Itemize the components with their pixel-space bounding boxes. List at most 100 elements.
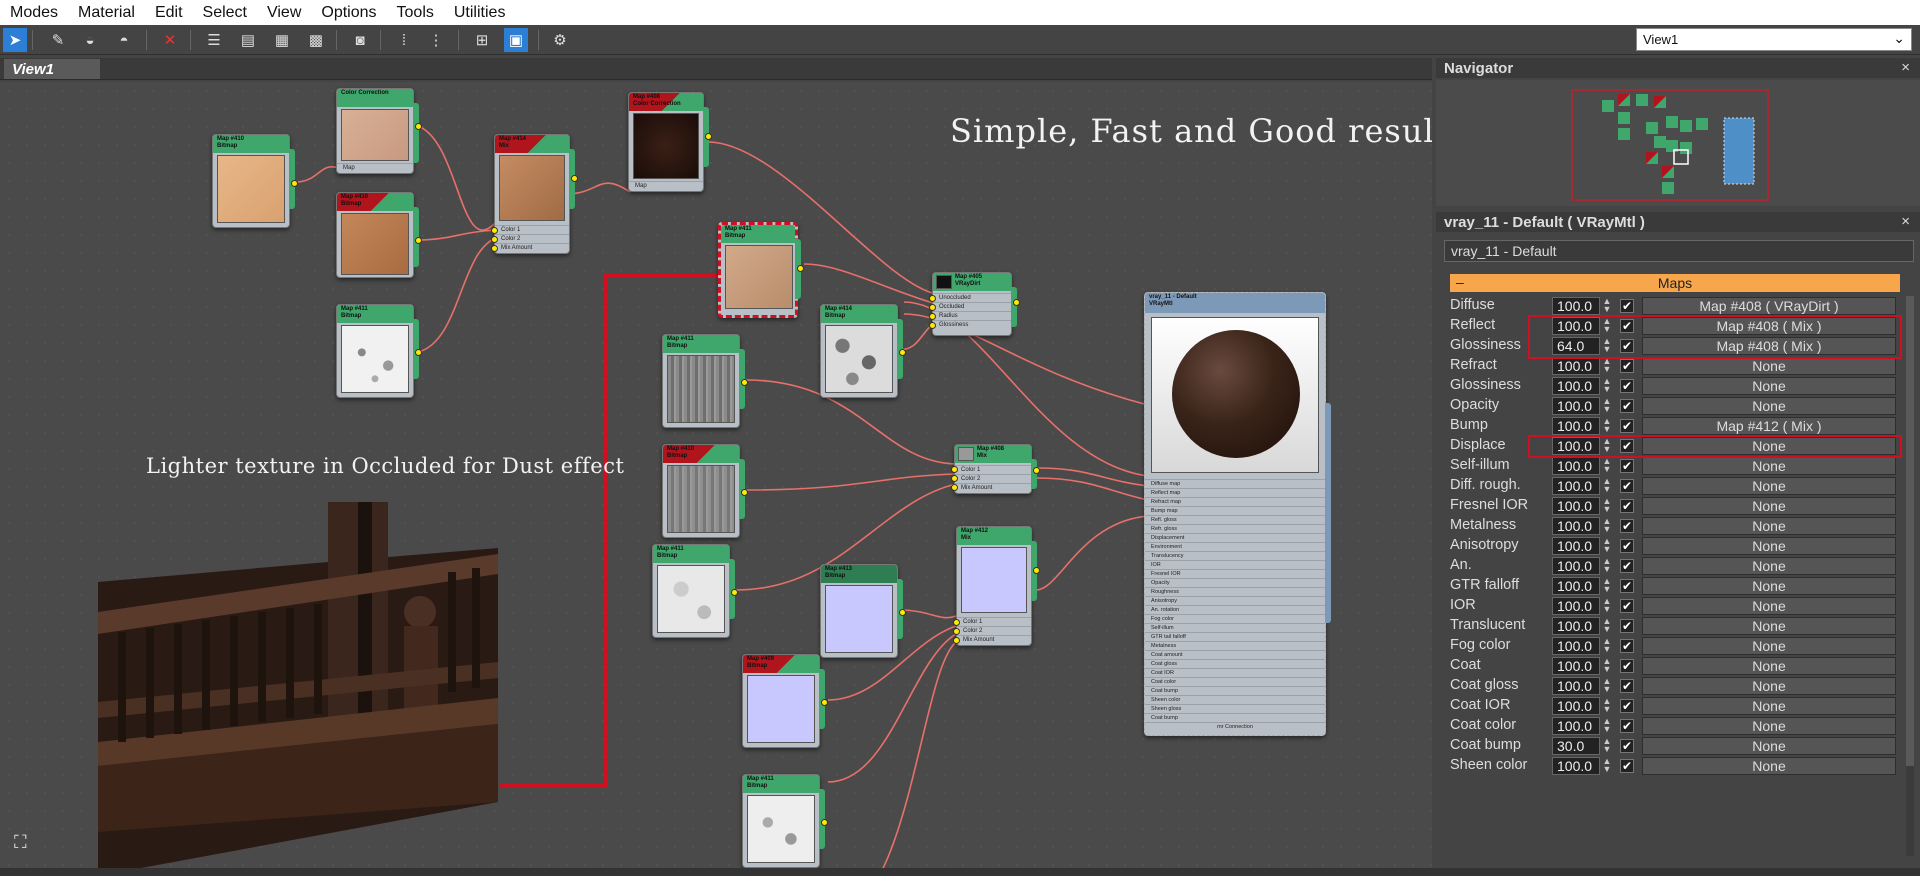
map-enable-checkbox[interactable]: ✔ xyxy=(1620,579,1634,593)
show-map-icon[interactable]: ▦ xyxy=(274,32,290,49)
output-port[interactable] xyxy=(415,123,422,130)
input-port[interactable] xyxy=(951,466,958,473)
map-slot-button[interactable]: None xyxy=(1642,557,1896,575)
spinner-icon[interactable]: ▲▼ xyxy=(1602,576,1612,594)
map-enable-checkbox[interactable]: ✔ xyxy=(1620,379,1634,393)
spinner-icon[interactable]: ▲▼ xyxy=(1602,736,1612,754)
map-enable-checkbox[interactable]: ✔ xyxy=(1620,619,1634,633)
map-amount-field[interactable]: 100.0 xyxy=(1552,477,1600,495)
map-slot-button[interactable]: Map #408 ( Mix ) xyxy=(1642,317,1896,335)
map-enable-checkbox[interactable]: ✔ xyxy=(1620,739,1634,753)
spinner-icon[interactable]: ▲▼ xyxy=(1602,436,1612,454)
menu-utilities[interactable]: Utilities xyxy=(453,4,506,21)
map-enable-checkbox[interactable]: ✔ xyxy=(1620,759,1634,773)
menu-edit[interactable]: Edit xyxy=(154,4,183,21)
menu-view[interactable]: View xyxy=(266,4,302,21)
map-slot-button[interactable]: None xyxy=(1642,617,1896,635)
input-port[interactable] xyxy=(951,475,958,482)
map-node-mix[interactable]: Map #408 Mix Color 1 Color 2 Mix Amount xyxy=(951,444,1040,494)
map-amount-field[interactable]: 100.0 xyxy=(1552,617,1600,635)
material-name-field[interactable]: vray_11 - Default xyxy=(1444,240,1914,262)
menu-select[interactable]: Select xyxy=(202,4,247,21)
output-port[interactable] xyxy=(741,489,748,496)
map-amount-field[interactable]: 100.0 xyxy=(1552,517,1600,535)
map-amount-field[interactable]: 100.0 xyxy=(1552,317,1600,335)
spinner-icon[interactable]: ▲▼ xyxy=(1602,596,1612,614)
map-node-mix[interactable]: Map #414 Mix Color 1 Color 2 Mix Amount xyxy=(491,134,578,254)
map-node-bitmap[interactable]: Map #411 Bitmap xyxy=(742,774,828,868)
put-material-icon[interactable]: ◓ xyxy=(119,31,129,49)
map-amount-field[interactable]: 100.0 xyxy=(1552,657,1600,675)
output-port[interactable] xyxy=(415,349,422,356)
eyedropper-icon[interactable]: ✎ xyxy=(51,32,65,49)
map-node-bitmap[interactable]: Map #409 Bitmap xyxy=(742,654,828,748)
map-node-color-correction[interactable]: Color Correction Map xyxy=(336,88,422,174)
close-icon[interactable]: × xyxy=(1901,59,1910,76)
map-amount-field[interactable]: 100.0 xyxy=(1552,557,1600,575)
spinner-icon[interactable]: ▲▼ xyxy=(1602,516,1612,534)
map-slot-button[interactable]: None xyxy=(1642,477,1896,495)
spinner-icon[interactable]: ▲▼ xyxy=(1602,716,1612,734)
show-end-result-icon[interactable]: ▣ xyxy=(504,28,528,52)
map-node-bitmap[interactable]: Map #411 Bitmap xyxy=(652,544,738,638)
map-amount-field[interactable]: 100.0 xyxy=(1552,377,1600,395)
map-enable-checkbox[interactable]: ✔ xyxy=(1620,479,1634,493)
map-amount-field[interactable]: 100.0 xyxy=(1552,297,1600,315)
map-node-bitmap[interactable]: Map #411 Bitmap xyxy=(336,304,422,398)
maps-rollout-header[interactable]: – Maps xyxy=(1450,274,1900,292)
menu-modes[interactable]: Modes xyxy=(10,4,59,21)
view-selector-dropdown[interactable]: View1 ⌄ xyxy=(1636,28,1912,51)
map-amount-field[interactable]: 100.0 xyxy=(1552,697,1600,715)
spinner-icon[interactable]: ▲▼ xyxy=(1602,676,1612,694)
menu-options[interactable]: Options xyxy=(321,4,377,21)
map-amount-field[interactable]: 100.0 xyxy=(1552,457,1600,475)
map-node-bitmap[interactable]: Map #410 Bitmap xyxy=(212,134,298,228)
input-port[interactable] xyxy=(953,619,960,626)
layout-all-icon[interactable]: ⁞ xyxy=(401,31,407,49)
map-amount-field[interactable]: 100.0 xyxy=(1552,357,1600,375)
map-slot-button[interactable]: None xyxy=(1642,437,1896,455)
map-amount-field[interactable]: 100.0 xyxy=(1552,757,1600,775)
sample-type-icon[interactable]: ◙ xyxy=(355,31,365,49)
map-amount-field[interactable]: 100.0 xyxy=(1552,417,1600,435)
output-port[interactable] xyxy=(705,133,712,140)
output-port[interactable] xyxy=(291,180,298,187)
node-editor-canvas[interactable]: Simple, Fast and Good result Lighter tex… xyxy=(0,82,1432,876)
close-icon[interactable]: × xyxy=(1901,213,1910,230)
spinner-icon[interactable]: ▲▼ xyxy=(1602,656,1612,674)
map-enable-checkbox[interactable]: ✔ xyxy=(1620,599,1634,613)
map-enable-checkbox[interactable]: ✔ xyxy=(1620,659,1634,673)
input-port[interactable] xyxy=(929,304,936,311)
material-to-scene-icon[interactable]: ▤ xyxy=(240,32,256,49)
input-port[interactable] xyxy=(953,628,960,635)
menu-material[interactable]: Material xyxy=(78,4,135,21)
spinner-icon[interactable]: ▲▼ xyxy=(1602,456,1612,474)
map-slot-button[interactable]: None xyxy=(1642,457,1896,475)
tab-view1[interactable]: View1 xyxy=(4,59,100,79)
map-node-bitmap[interactable]: Map #410 Bitmap xyxy=(662,444,748,538)
move-children-icon[interactable]: ☰ xyxy=(207,32,221,49)
menu-tools[interactable]: Tools xyxy=(396,4,434,21)
select-arrow-icon[interactable]: ➤ xyxy=(3,28,27,52)
map-amount-field[interactable]: 100.0 xyxy=(1552,717,1600,735)
map-slot-button[interactable]: None xyxy=(1642,697,1896,715)
map-slot-button[interactable]: None xyxy=(1642,397,1896,415)
output-port[interactable] xyxy=(899,349,906,356)
map-node-bitmap[interactable]: Map #411 Bitmap xyxy=(662,334,748,428)
hide-unused-icon[interactable]: ⊞ xyxy=(475,32,489,49)
spinner-icon[interactable]: ▲▼ xyxy=(1602,296,1612,314)
options-icon[interactable]: ⚙ xyxy=(553,32,567,49)
map-amount-field[interactable]: 100.0 xyxy=(1552,677,1600,695)
spinner-icon[interactable]: ▲▼ xyxy=(1602,636,1612,654)
spinner-icon[interactable]: ▲▼ xyxy=(1602,396,1612,414)
map-enable-checkbox[interactable]: ✔ xyxy=(1620,399,1634,413)
map-amount-field[interactable]: 100.0 xyxy=(1552,537,1600,555)
map-enable-checkbox[interactable]: ✔ xyxy=(1620,639,1634,653)
delete-icon[interactable]: ✕ xyxy=(163,32,177,49)
spinner-icon[interactable]: ▲▼ xyxy=(1602,416,1612,434)
spinner-icon[interactable]: ▲▼ xyxy=(1602,616,1612,634)
map-amount-field[interactable]: 100.0 xyxy=(1552,637,1600,655)
input-port[interactable] xyxy=(491,245,498,252)
output-port[interactable] xyxy=(899,609,906,616)
spinner-icon[interactable]: ▲▼ xyxy=(1602,756,1612,774)
